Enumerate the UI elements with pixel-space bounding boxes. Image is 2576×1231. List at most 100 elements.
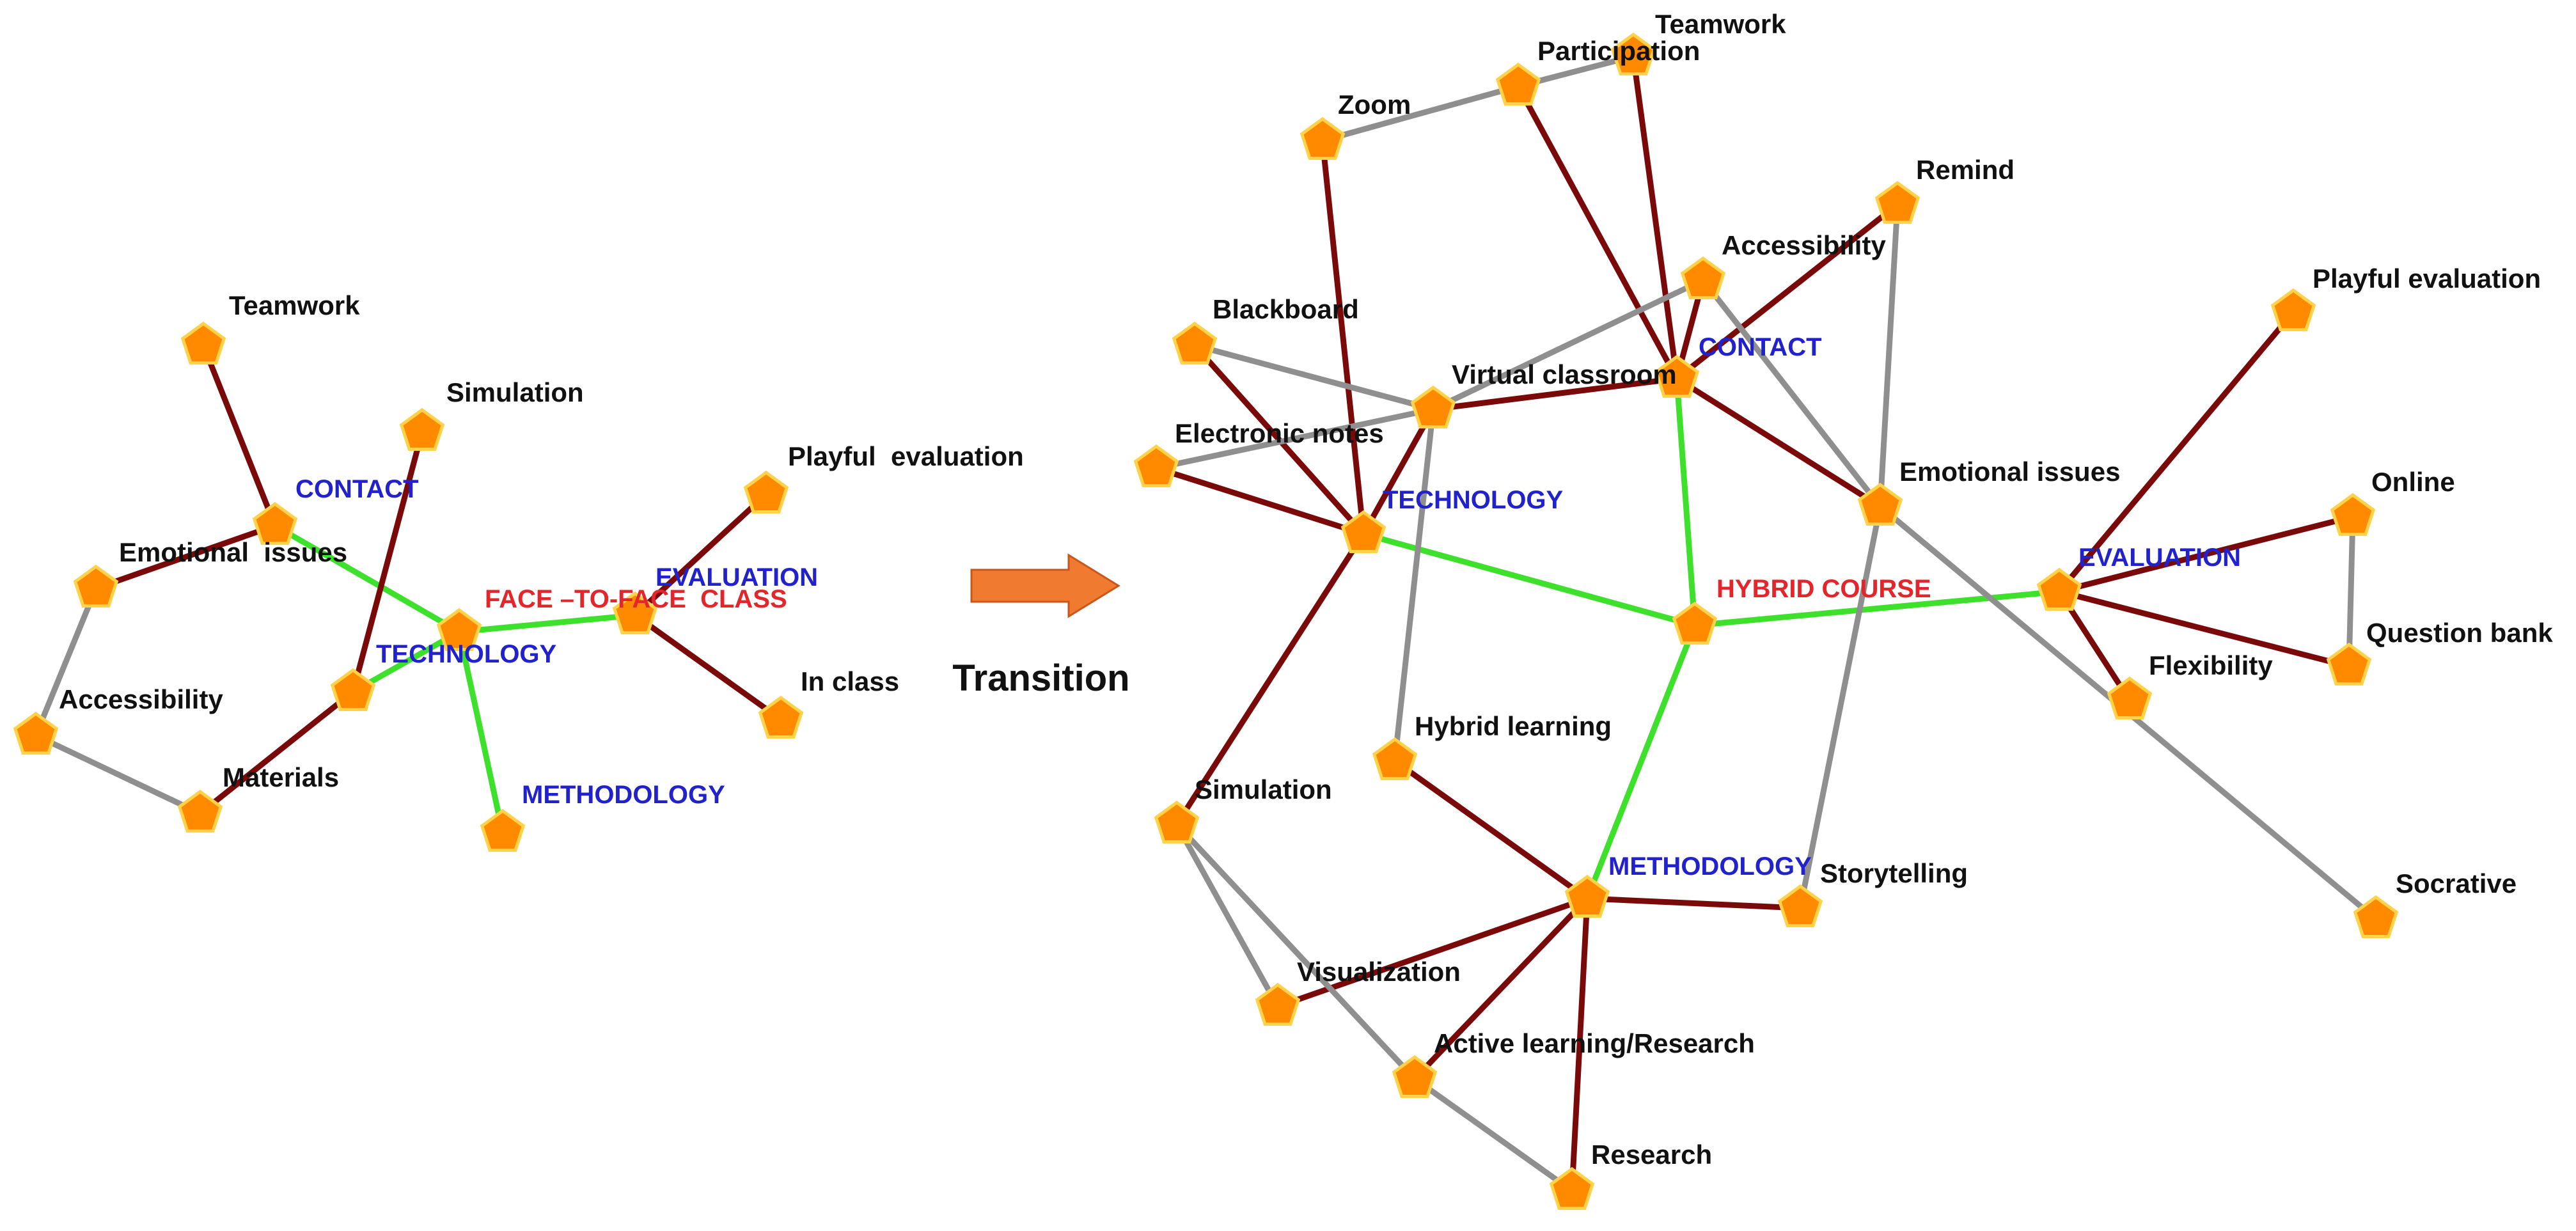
- right-edge-methodology-visualization: [1275, 895, 1590, 1010]
- left-edge-f2f-evaluation: [456, 612, 638, 635]
- left-node-accessibility[interactable]: [13, 711, 59, 755]
- left-node-evaluation[interactable]: [612, 591, 658, 634]
- left-edge-technology-materials: [197, 689, 356, 817]
- left-label-materials: Materials: [223, 762, 339, 792]
- right-edge-simulation-active: [1174, 821, 1418, 1082]
- right-edge-simulation-visualization: [1174, 821, 1281, 1010]
- right-edge-blackboard-virtual: [1191, 342, 1436, 412]
- right-label-emotional: Emotional issues: [1899, 457, 2120, 487]
- right-edge-methodology-hlearning: [1392, 758, 1590, 902]
- left-node-simulation[interactable]: [399, 407, 445, 451]
- right-edge-virtual-hlearning: [1392, 406, 1436, 764]
- right-label-online: Online: [2371, 467, 2455, 497]
- right-node-qbank[interactable]: [2326, 642, 2372, 686]
- right-node-emotional[interactable]: [1857, 482, 1903, 526]
- left-node-methodology[interactable]: [480, 808, 526, 852]
- right-node-remind[interactable]: [1874, 180, 1920, 224]
- right-node-methodology[interactable]: [1564, 874, 1610, 918]
- right-node-technology[interactable]: [1340, 510, 1386, 553]
- left-node-f2f[interactable]: [436, 608, 482, 651]
- right-node-socrative[interactable]: [2353, 895, 2399, 938]
- right-node-zoom[interactable]: [1300, 116, 1346, 160]
- right-node-accessibility[interactable]: [1680, 256, 1726, 299]
- right-label-research: Research: [1591, 1140, 1712, 1170]
- right-label-blackboard: Blackboard: [1213, 294, 1359, 324]
- right-edge-remind-contact: [1674, 201, 1901, 382]
- labels-layer: FACE –TO-FACE CLASSCONTACTTECHNOLOGYEVAL…: [59, 9, 2553, 1170]
- right-node-storytelling[interactable]: [1777, 884, 1823, 927]
- right-label-contact: CONTACT: [1699, 333, 1822, 361]
- right-label-methodology: METHODOLOGY: [1608, 852, 1812, 881]
- left-label-accessibility: Accessibility: [59, 684, 223, 714]
- right-node-playful[interactable]: [2270, 288, 2316, 331]
- edges-layer: [33, 53, 2379, 1194]
- right-edge-accessibility-emotional: [1700, 277, 1883, 510]
- right-edge-online-qbank: [2346, 514, 2356, 670]
- left-label-contact: CONTACT: [295, 475, 419, 503]
- right-label-accessibility: Accessibility: [1722, 230, 1886, 260]
- left-edge-f2f-contact: [272, 522, 462, 635]
- left-node-emotional[interactable]: [73, 564, 119, 608]
- left-label-teamwork: Teamwork: [229, 290, 360, 320]
- left-node-playful[interactable]: [743, 470, 789, 514]
- right-edge-remind-emotional: [1877, 201, 1901, 510]
- right-node-active[interactable]: [1392, 1055, 1438, 1098]
- right-label-teamwork: Teamwork: [1655, 9, 1786, 39]
- right-edge-teamwork-contact: [1630, 53, 1680, 382]
- right-node-simulation[interactable]: [1154, 800, 1200, 843]
- right-edge-technology-simulation: [1174, 531, 1367, 827]
- right-edge-accessibility-virtual: [1430, 277, 1706, 412]
- left-edge-emotional-accessibility: [33, 585, 99, 739]
- right-node-participation[interactable]: [1495, 62, 1541, 106]
- right-edge-contact-emotional: [1674, 375, 1883, 510]
- left-edge-evaluation-inclass: [632, 612, 784, 723]
- left-label-inclass: In class: [801, 666, 899, 696]
- transition-label: Transition: [952, 657, 1129, 699]
- left-node-materials[interactable]: [177, 789, 223, 833]
- right-edge-active-research: [1411, 1076, 1575, 1194]
- right-edge-methodology-research: [1569, 895, 1590, 1194]
- right-edge-evaluation-qbank: [2056, 588, 2352, 670]
- right-label-active: Active learning/Research: [1434, 1028, 1755, 1058]
- right-edge-evaluation-online: [2056, 514, 2356, 595]
- left-node-inclass[interactable]: [758, 695, 804, 739]
- right-node-contact[interactable]: [1654, 354, 1700, 398]
- right-edge-methodology-storytelling: [1584, 895, 1803, 911]
- right-node-enotes[interactable]: [1133, 444, 1179, 487]
- right-label-visualization: Visualization: [1297, 957, 1461, 987]
- right-node-online[interactable]: [2330, 492, 2376, 536]
- transition-arrow: Transition: [952, 553, 1130, 699]
- left-node-teamwork[interactable]: [180, 321, 226, 365]
- left-label-methodology: METHODOLOGY: [522, 781, 725, 809]
- right-node-research[interactable]: [1549, 1166, 1595, 1210]
- right-edge-evaluation-playful: [2056, 309, 2297, 595]
- right-edge-zoom-participation: [1319, 83, 1521, 144]
- right-node-visualization[interactable]: [1255, 982, 1301, 1026]
- right-label-simulation: Simulation: [1195, 774, 1332, 804]
- right-node-blackboard[interactable]: [1172, 321, 1218, 365]
- right-node-virtual[interactable]: [1410, 385, 1456, 428]
- right-node-hybrid[interactable]: [1672, 601, 1718, 645]
- left-label-evaluation: EVALUATION: [656, 563, 818, 592]
- left-label-emotional: Emotional issues: [119, 537, 347, 567]
- right-edge-participation-contact: [1515, 83, 1680, 382]
- right-label-flexibility: Flexibility: [2149, 650, 2273, 680]
- right-label-enotes: Electronic notes: [1175, 418, 1384, 448]
- right-node-hlearning[interactable]: [1372, 737, 1418, 780]
- right-label-participation: Participation: [1537, 36, 1700, 66]
- right-edge-enotes-virtual: [1153, 406, 1436, 471]
- left-label-simulation: Simulation: [446, 377, 584, 407]
- right-node-flexibility[interactable]: [2107, 676, 2153, 719]
- left-node-technology[interactable]: [330, 668, 376, 711]
- right-node-evaluation[interactable]: [2036, 567, 2082, 611]
- left-label-f2f: FACE –TO-FACE CLASS: [485, 585, 787, 613]
- right-label-evaluation: EVALUATION: [2078, 544, 2241, 572]
- arrow-shape: [970, 553, 1120, 618]
- left-edge-technology-simulation: [350, 428, 425, 695]
- left-edge-contact-emotional: [93, 522, 278, 592]
- left-node-contact[interactable]: [252, 501, 298, 545]
- right-edge-hybrid-methodology: [1584, 622, 1698, 902]
- right-node-teamwork[interactable]: [1610, 32, 1656, 75]
- right-label-qbank: Question bank: [2366, 618, 2553, 648]
